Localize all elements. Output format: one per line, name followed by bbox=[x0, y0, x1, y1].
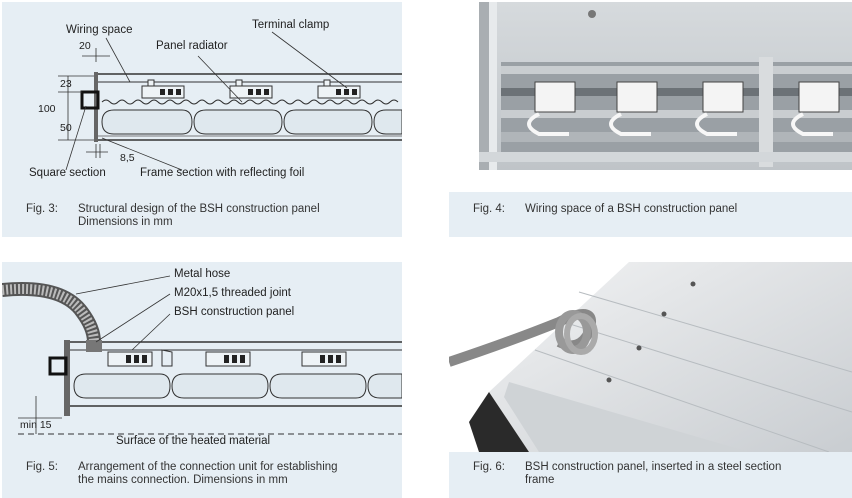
surface-label: Surface of the heated material bbox=[116, 435, 271, 447]
metal-hose-label: Metal hose bbox=[174, 268, 231, 280]
dim-100: 100 bbox=[38, 103, 56, 115]
fig4-panel: Fig. 4: Wiring space of a BSH constructio… bbox=[449, 2, 852, 237]
frame-section-label: Frame section with reflecting foil bbox=[140, 167, 305, 179]
fig3-panel: Wiring space Terminal clamp Panel radiat… bbox=[2, 2, 402, 237]
fig3-caption-number: Fig. 3: bbox=[26, 203, 58, 215]
fig3-drawing bbox=[58, 31, 402, 171]
fig4-caption-number: Fig. 4: bbox=[473, 203, 505, 215]
fig5-panel: Metal hose M20x1,5 threaded joint BSH co… bbox=[2, 262, 402, 498]
fig6-panel: Fig. 6: BSH construction panel, inserted … bbox=[449, 262, 852, 498]
fig4-caption: Fig. 4: Wiring space of a BSH constructio… bbox=[473, 203, 737, 216]
dim-23: 23 bbox=[60, 78, 72, 90]
fig4-caption-line1: Wiring space of a BSH construction panel bbox=[525, 203, 738, 215]
square-section-label: Square section bbox=[29, 167, 106, 179]
threaded-joint-label: M20x1,5 threaded joint bbox=[174, 287, 291, 299]
fig3-caption: Fig. 3: Structural design of the BSH cons… bbox=[26, 203, 320, 229]
dim-20: 20 bbox=[79, 40, 91, 52]
fig5-drawing bbox=[2, 275, 402, 435]
fig6-photo bbox=[449, 262, 852, 452]
dim-8-5: 8,5 bbox=[120, 152, 135, 164]
fig4-photo bbox=[449, 2, 852, 192]
fig5-caption: Fig. 5: Arrangement of the connection uni… bbox=[26, 461, 338, 487]
fig6-caption-line2: frame bbox=[525, 474, 555, 486]
fig3-caption-line2: Dimensions in mm bbox=[78, 216, 173, 228]
fig5-caption-line1: Arrangement of the connection unit for e… bbox=[78, 461, 338, 473]
panel-radiator-label: Panel radiator bbox=[156, 40, 228, 52]
construction-panel-label: BSH construction panel bbox=[174, 306, 295, 318]
terminal-clamp-label: Terminal clamp bbox=[252, 19, 330, 31]
fig3-caption-line1: Structural design of the BSH constructio… bbox=[78, 203, 320, 215]
fig6-caption-line1: BSH construction panel, inserted in a st… bbox=[525, 461, 782, 473]
fig5-caption-number: Fig. 5: bbox=[26, 461, 58, 473]
fig6-caption: Fig. 6: BSH construction panel, inserted … bbox=[473, 461, 781, 487]
wiring-space-label: Wiring space bbox=[66, 24, 133, 36]
dim-min-15: min 15 bbox=[20, 419, 52, 431]
dim-50: 50 bbox=[60, 122, 72, 134]
fig6-caption-number: Fig. 6: bbox=[473, 461, 505, 473]
fig5-caption-line2: the mains connection. Dimensions in mm bbox=[78, 474, 288, 486]
